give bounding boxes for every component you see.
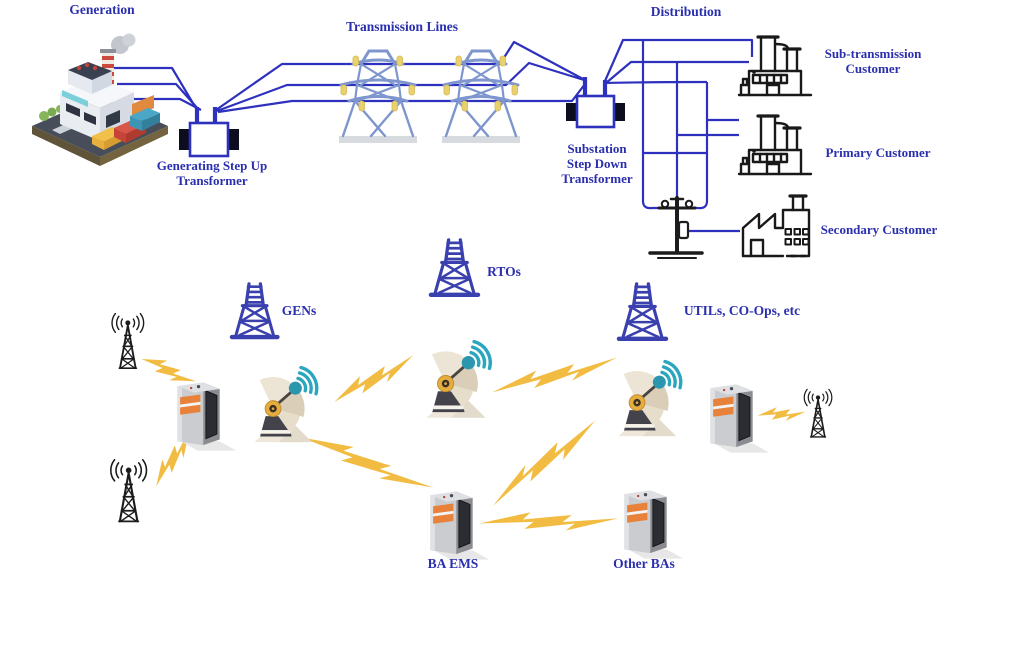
stepup-label-line1: Generating Step Up [156,158,268,173]
satellite-dish-icon [424,339,492,420]
rtos-label: RTOs [487,264,521,279]
primary-customer-label: Primary Customer [825,145,931,160]
substation-transformer-label: Substation Step Down Transformer [561,141,632,186]
comm-tower-icon [232,284,278,337]
radio-tower-icon [803,388,833,438]
sub-transmission-customer-label: Sub-transmission Customer [825,46,922,76]
radio-tower-icon [109,458,148,523]
transmission-label: Transmission Lines [346,19,458,34]
stepup-label-line2: Transformer [176,173,248,188]
lightning-bolt-icon [301,417,434,508]
server-icon-utils [709,384,770,454]
factory-icon [741,194,811,258]
comm-tower-icon [431,240,478,295]
power-lines [114,38,754,233]
other-bas-label: Other BAs [613,556,675,571]
satellite-dish-icon [252,365,319,444]
satellite-dish-icon [616,359,683,438]
comm-tower-icon [619,284,666,339]
power-plant-icon [32,33,168,166]
substation-label-line2: Step Down [566,156,628,171]
stepup-transformer-label: Generating Step Up Transformer [157,158,268,188]
substation-label-line1: Substation [567,141,627,156]
utility-pole-icon [648,196,704,259]
server-icon-other-bas [623,490,684,560]
generation-label: Generation [69,2,135,17]
gens-label: GENs [281,303,317,318]
sub-customer-line2: Customer [845,61,901,76]
sub-customer-line1: Sub-transmission [824,46,922,61]
substation-transformer-icon [566,94,625,129]
substation-label-line3: Transformer [561,171,633,186]
server-icon-gens [176,382,237,452]
utils-coops-label: UTILs, CO-Ops, etc [683,303,801,318]
lightning-bolt-icon [481,420,607,506]
stepup-transformer-icon [179,121,239,158]
lightning-bolt-icon [757,399,806,429]
ba-ems-label: BA EMS [427,556,479,571]
lightning-bolt-icon [489,357,620,393]
factory-icon [737,114,813,176]
lightning-bolt-icon [479,501,619,541]
radio-tower-icon [111,312,145,370]
server-icon-ba-ems [429,491,490,561]
distribution-label: Distribution [650,4,722,19]
lightning-bolt-icon [327,355,420,402]
factory-icon [737,35,813,97]
secondary-customer-label: Secondary Customer [820,222,938,237]
